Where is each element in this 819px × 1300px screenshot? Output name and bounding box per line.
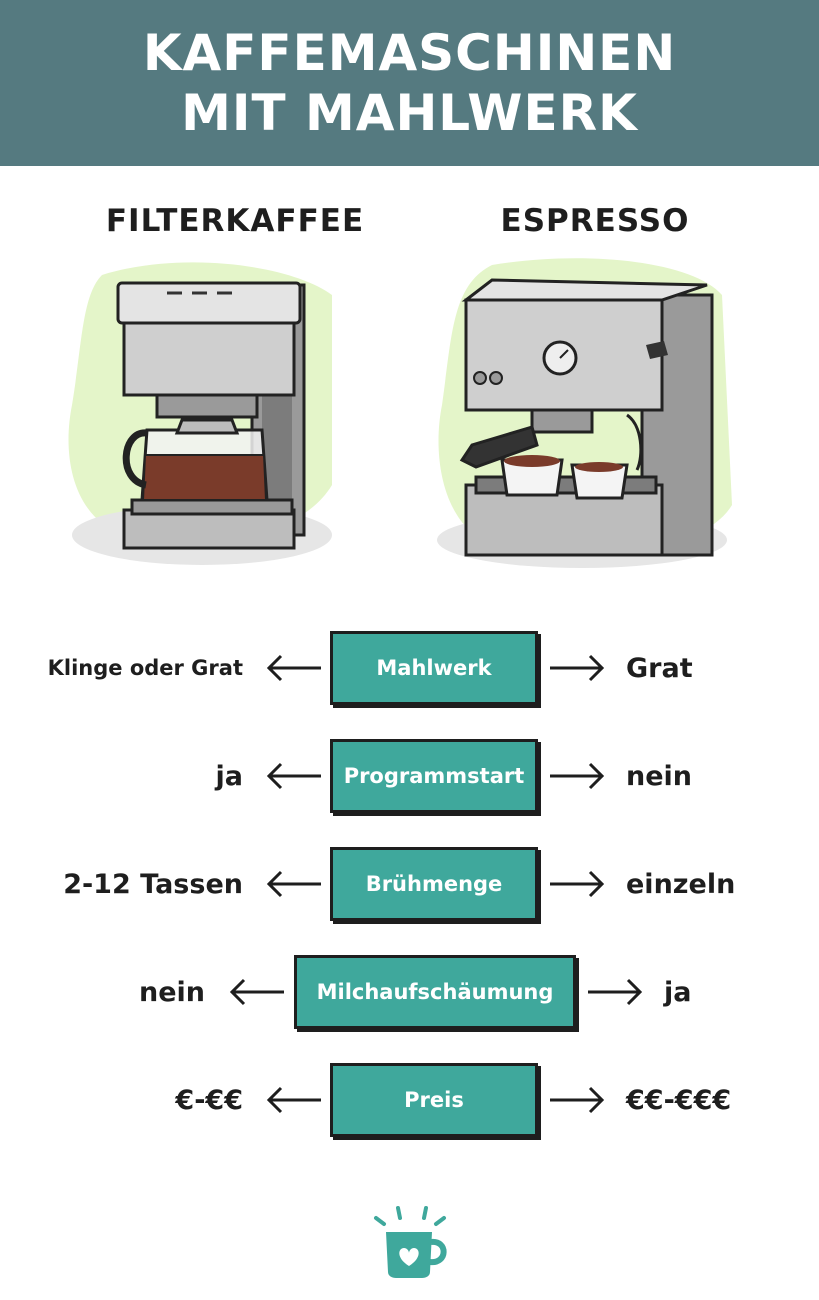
espresso-value: ja [664, 976, 692, 1008]
comparison-row-mahlwerk: Klinge oder Grat Mahlwerk Grat [0, 628, 819, 708]
arrow-right-icon [550, 762, 605, 790]
filterkaffee-value: Klinge oder Grat [47, 656, 243, 680]
arrow-left-icon [266, 762, 321, 790]
feature-box: Brühmenge [330, 847, 538, 921]
page-title-line-1: KAFFEMASCHINEN [142, 24, 677, 82]
feature-box: Milchaufschäumung [294, 955, 576, 1029]
espresso-title: ESPRESSO [500, 203, 690, 239]
espresso-value: einzeln [626, 868, 736, 900]
coffee-mug-heart-icon [368, 1200, 450, 1285]
arrow-left-icon [266, 870, 321, 898]
page-title-line-2: MIT MAHLWERK [181, 84, 638, 142]
comparison-row-bruehmenge: 2-12 Tassen Brühmenge einzeln [0, 844, 819, 924]
arrow-right-icon [550, 1086, 605, 1114]
feature-box: Mahlwerk [330, 631, 538, 705]
filterkaffee-value: ja [215, 760, 243, 792]
feature-box: Preis [330, 1063, 538, 1137]
arrow-right-icon [550, 870, 605, 898]
arrow-left-icon [229, 978, 284, 1006]
comparison-row-milchaufschaeumung: nein Milchaufschäumung ja [0, 952, 819, 1032]
arrow-left-icon [266, 1086, 321, 1114]
filterkaffee-value: 2-12 Tassen [63, 868, 243, 900]
comparison-row-programmstart: ja Programmstart nein [0, 736, 819, 816]
feature-box: Programmstart [330, 739, 538, 813]
espresso-machine-icon [432, 255, 742, 580]
arrow-right-icon [550, 654, 605, 682]
filterkaffee-value: €-€€ [175, 1084, 243, 1116]
filterkaffee-value: nein [138, 976, 205, 1008]
header-banner: KAFFEMASCHINEN MIT MAHLWERK [0, 0, 819, 166]
filter-coffee-machine-icon [62, 255, 342, 580]
arrow-left-icon [266, 654, 321, 682]
arrow-right-icon [588, 978, 643, 1006]
comparison-row-preis: €-€€ Preis €€-€€€ [0, 1060, 819, 1140]
espresso-value: nein [626, 760, 693, 792]
espresso-value: €€-€€€ [626, 1084, 732, 1116]
espresso-value: Grat [626, 652, 693, 684]
filterkaffee-title: FILTERKAFFEE [105, 203, 365, 239]
